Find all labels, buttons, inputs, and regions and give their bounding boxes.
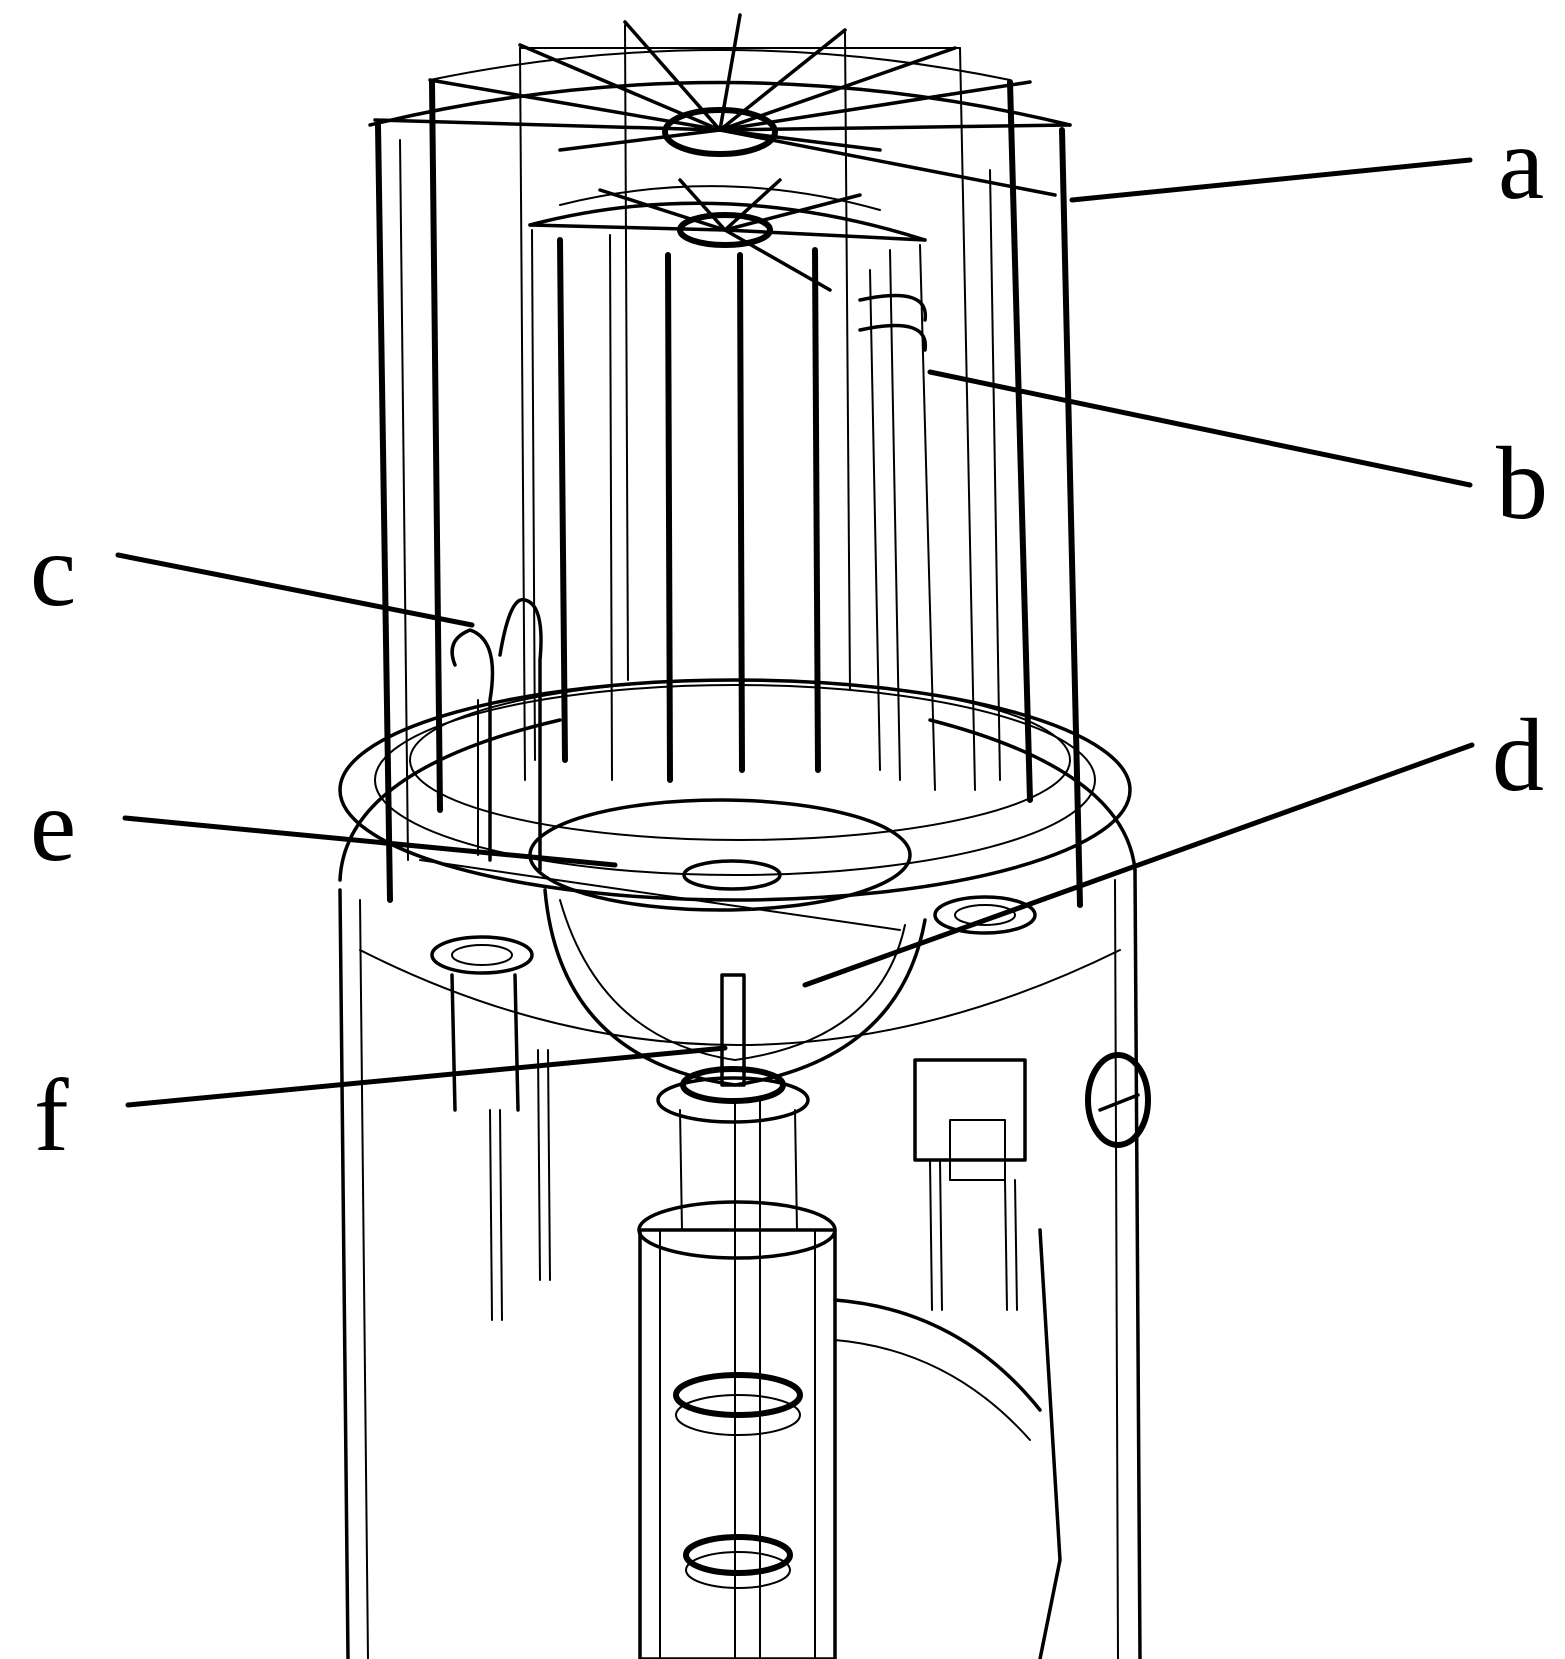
bowl — [543, 888, 927, 1087]
leader-b — [927, 369, 1473, 488]
leader-f — [125, 1045, 728, 1108]
leader-c — [115, 552, 475, 628]
outer-wire-basket — [368, 13, 1083, 908]
labels: a b c d e f — [30, 106, 1548, 1173]
label-a: a — [1498, 106, 1544, 221]
leader-d — [802, 742, 1475, 988]
label-d: d — [1492, 698, 1544, 813]
inner-wire-basket — [528, 178, 936, 791]
leader-a — [1069, 157, 1473, 203]
label-f: f — [34, 1058, 69, 1173]
leader-e — [122, 815, 618, 868]
drum-top — [338, 678, 1132, 931]
shaft — [656, 973, 810, 1124]
housing — [338, 718, 1151, 1659]
label-c: c — [30, 513, 76, 628]
label-b: b — [1496, 426, 1548, 541]
electrode — [450, 597, 543, 872]
label-e: e — [30, 768, 76, 883]
leader-lines — [115, 157, 1475, 1108]
